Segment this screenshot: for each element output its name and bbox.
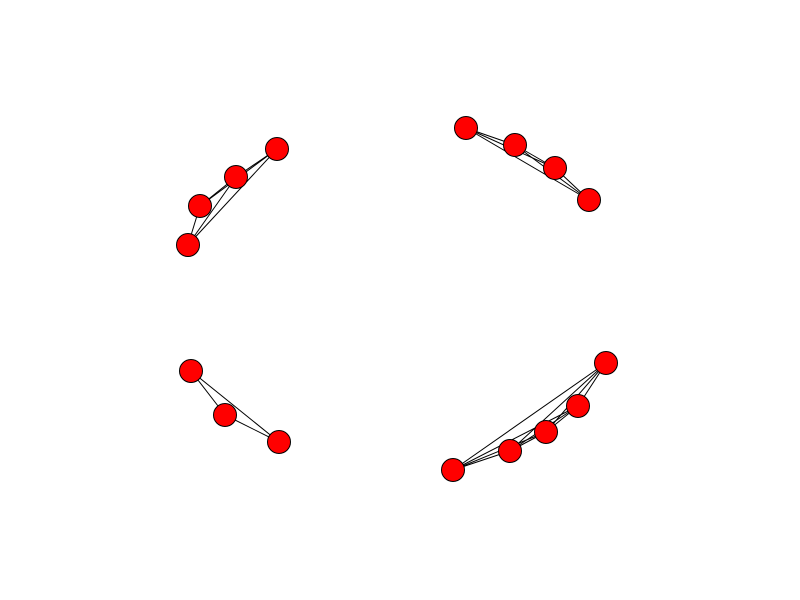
nodes-layer (176, 116, 618, 482)
node-b2 (503, 133, 527, 157)
node-c1 (179, 359, 203, 383)
edge-b1-b4 (465, 127, 590, 201)
edge-d1-d4 (452, 405, 579, 471)
node-b1 (454, 116, 478, 140)
node-d5 (594, 351, 618, 375)
node-d1 (441, 458, 465, 482)
node-b4 (577, 188, 601, 212)
node-a1 (176, 233, 200, 257)
node-a2 (188, 194, 212, 218)
edge-a1-a4 (187, 148, 278, 246)
edge-a1-a3 (187, 176, 237, 246)
node-d4 (566, 394, 590, 418)
edge-d2-d5 (509, 362, 607, 452)
edge-c1-c3 (190, 370, 280, 443)
node-c2 (213, 403, 237, 427)
node-b3 (543, 156, 567, 180)
node-c3 (267, 430, 291, 454)
node-d3 (534, 420, 558, 444)
node-a4 (265, 137, 289, 161)
edge-d1-d5 (452, 362, 607, 471)
node-d2 (498, 439, 522, 463)
node-a3 (224, 165, 248, 189)
edges-layer (187, 127, 607, 471)
